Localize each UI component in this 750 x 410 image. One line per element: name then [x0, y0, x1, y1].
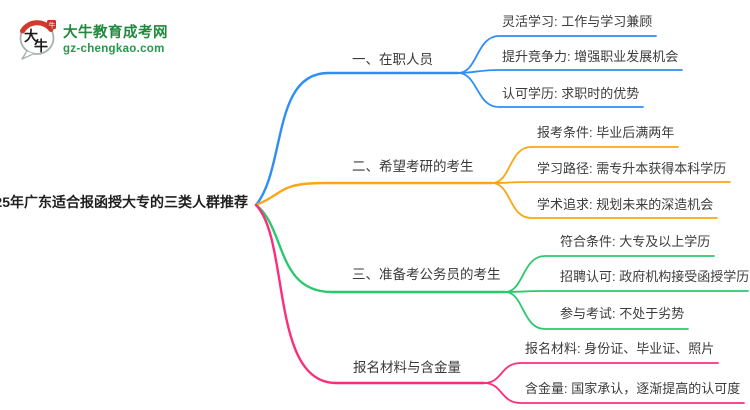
- svg-text:牛: 牛: [34, 38, 48, 54]
- branch-1-child-3-label: 认可学历: 求职时的优势: [502, 86, 640, 101]
- branch-4-child-1-label: 报名材料: 身份证、毕业证、照片: [525, 341, 715, 356]
- branch-2-child-2-line: [491, 181, 731, 184]
- branch-2-child-1-line: [491, 146, 679, 184]
- branch-1-child-3-line: [457, 72, 644, 108]
- daniu-logo-icon: 牛 大 牛: [19, 20, 56, 60]
- branch-2-child-3-label: 学术追求: 规划未来的深造机会: [537, 197, 714, 212]
- branch-1-child-1-line: [457, 35, 657, 74]
- branch-3-label: 三、准备考公务员的考生: [352, 267, 501, 282]
- branch-1-label: 一、在职人员: [352, 52, 433, 67]
- branch-1-main-line: [254, 71, 460, 207]
- site-name: 大牛教育成考网: [63, 25, 168, 41]
- branch-4-label: 报名材料与含金量: [353, 360, 461, 375]
- branch-3-child-1-label: 符合条件: 大专及以上学历: [560, 234, 711, 249]
- branch-4-child-1-line: [483, 362, 719, 384]
- svg-text:牛: 牛: [49, 21, 56, 30]
- site-url: gz-chengkao.com: [63, 43, 165, 55]
- branch-3-child-1-line: [504, 255, 715, 293]
- branch-2-child-3-line: [491, 182, 718, 219]
- branch-4-child-2-line: [483, 382, 745, 404]
- branch-2-child-1-label: 报考条件: 毕业后满两年: [537, 125, 675, 140]
- branch-3-child-2-line: [504, 290, 749, 293]
- branch-4-child-2-label: 含金量: 国家承认，逐渐提高的认可度: [525, 381, 741, 396]
- branch-2-label: 二、希望考研的考生: [352, 159, 474, 174]
- root-topic: 2025年广东适合报函授大专的三类人群推荐: [0, 194, 248, 210]
- svg-text:大: 大: [24, 28, 38, 44]
- branch-2-main-line: [254, 181, 494, 207]
- branch-1-child-2-label: 提升竞争力: 增强职业发展机会: [502, 49, 679, 64]
- branch-3-main-line: [254, 203, 507, 294]
- branch-4-main-line: [254, 203, 486, 385]
- branch-1-child-2-line: [457, 69, 683, 74]
- branch-3-child-2-label: 招聘认可: 政府机构接受函授学历: [560, 269, 750, 284]
- site-logo: 牛 大 牛 大牛教育成考网 gz-chengkao.com: [18, 16, 168, 60]
- branch-3-child-3-label: 参与考试: 不处于劣势: [560, 306, 685, 321]
- branch-1-child-1-label: 灵活学习: 工作与学习兼顾: [502, 14, 653, 29]
- branch-2-child-2-label: 学习路径: 需专升本获得本科学历: [537, 161, 727, 176]
- branch-3-child-3-line: [504, 291, 689, 330]
